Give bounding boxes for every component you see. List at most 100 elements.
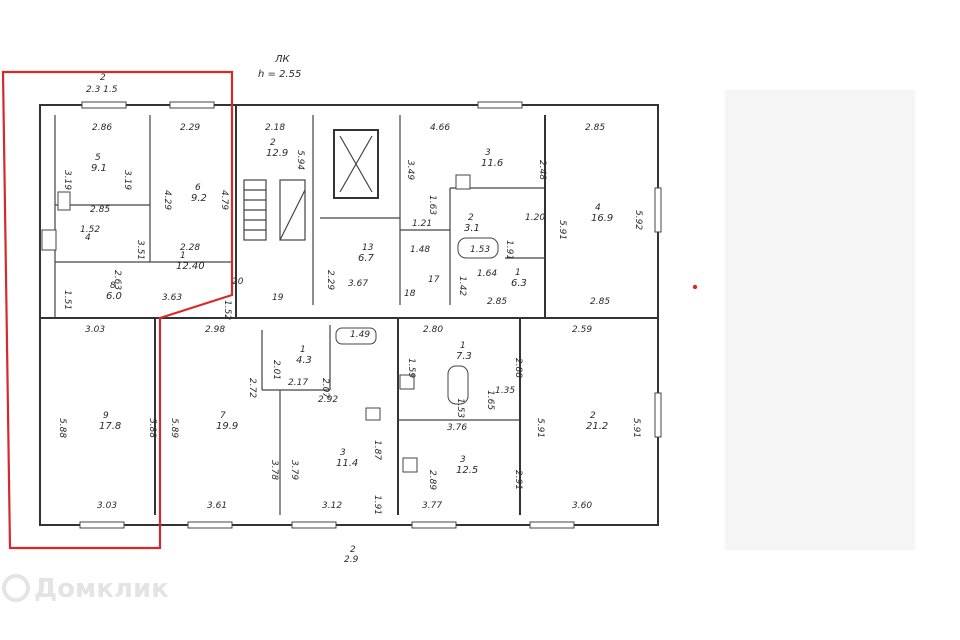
dimension-label: 1.20 <box>525 213 545 223</box>
dimension-label: 1.91 <box>504 240 514 260</box>
dimension-label: 1.51 <box>62 290 72 310</box>
dimension-label: 3.63 <box>162 293 182 303</box>
dimension-label: 1.64 <box>477 269 497 279</box>
dimension-label: 2.48 <box>537 160 547 180</box>
elevator-shaft <box>333 129 379 199</box>
dimension-label: 4.29 <box>162 190 172 210</box>
dimension-label: 5.88 <box>147 418 157 438</box>
dimension-label: 5.91 <box>631 418 641 438</box>
room-area: 19.9 <box>216 421 238 432</box>
dimension-label: 3.67 <box>348 279 368 289</box>
dimension-label: 2.85 <box>590 297 610 307</box>
dimension-label: 1.52 <box>80 225 100 235</box>
red-mark <box>692 284 698 290</box>
dimension-label: 5.94 <box>295 150 305 170</box>
room-area: 4.3 <box>296 355 312 366</box>
watermark: Домклик <box>2 574 169 604</box>
dimension-label: 3.77 <box>422 501 442 511</box>
dimension-label: 3.19 <box>122 170 132 190</box>
dimension-label: 2.18 <box>265 123 285 133</box>
room-number: 1 <box>460 341 466 351</box>
room-area: 6.3 <box>511 278 527 289</box>
dimension-label: 2.85 <box>585 123 605 133</box>
dimension-label: 2.92 <box>318 395 338 405</box>
room-area: 12.9 <box>266 148 288 159</box>
dimension-label: 3.76 <box>447 423 467 433</box>
dimension-label: 4.66 <box>430 123 450 133</box>
dimension-label: 2.85 <box>90 205 110 215</box>
dimension-label: 3.19 <box>62 170 72 190</box>
dimension-label: 2.59 <box>572 325 592 335</box>
room-number: 1 <box>300 345 306 355</box>
dimension-label: 1.65 <box>485 390 495 410</box>
dimension-label: 2.28 <box>180 243 200 253</box>
room-number: 1 <box>180 251 186 261</box>
room-area: 11.4 <box>336 458 358 469</box>
dimension-label: 1.53 <box>470 245 490 255</box>
dimension-label: 2.07 <box>320 378 330 398</box>
dimension-label: 3.60 <box>572 501 592 511</box>
dimension-label: 19 <box>272 293 284 303</box>
room-number: 3 <box>485 148 491 158</box>
room-number: 2 <box>590 411 596 421</box>
top-ref-text: 2.3 1.5 <box>86 85 118 95</box>
bathroom-fixtures <box>41 174 499 473</box>
dimension-label: 1.87 <box>372 440 382 460</box>
room-area: 21.2 <box>586 421 608 432</box>
dimension-label: 1.63 <box>427 195 437 215</box>
dimension-label: 2.85 <box>487 297 507 307</box>
room-number: 8 <box>110 281 116 291</box>
room-number: 7 <box>220 411 226 421</box>
room-area: 16.9 <box>591 213 613 224</box>
room-number: 6 <box>195 183 201 193</box>
room-area: 6.0 <box>106 291 122 302</box>
room-number: 2 <box>468 213 474 223</box>
dimension-label: 2.80 <box>423 325 443 335</box>
dimension-label: 3.12 <box>322 501 342 511</box>
dimension-label: 2.98 <box>205 325 225 335</box>
dimension-label: 20 <box>232 277 244 287</box>
room-number: 3 <box>340 448 346 458</box>
header-height: h = 2.55 <box>258 69 301 80</box>
room-number: 1 <box>515 268 521 278</box>
room-area: 7.3 <box>456 351 472 362</box>
dimension-label: 2.86 <box>92 123 112 133</box>
dimension-label: 3.03 <box>85 325 105 335</box>
dimension-label: 2.88 <box>513 358 523 378</box>
dimension-label: 3.79 <box>289 460 299 480</box>
dimension-label: 1.48 <box>410 245 430 255</box>
room-number: 13 <box>362 243 374 253</box>
room-area: 9.2 <box>191 193 207 204</box>
outer-walls <box>39 104 659 526</box>
room-area: 12.40 <box>176 261 205 272</box>
dimension-label: 3.61 <box>207 501 227 511</box>
dimension-label: 1.91 <box>372 495 382 515</box>
dimension-label: 4.79 <box>219 190 229 210</box>
watermark-brand: Домклик <box>34 574 169 604</box>
dimension-label: 1.59 <box>406 358 416 378</box>
dimension-label: 2.72 <box>247 378 257 398</box>
room-number: 9 <box>103 411 109 421</box>
top-ref-num: 2 <box>100 73 106 83</box>
bottom-ref-num: 2 <box>350 545 356 555</box>
room-area: 9.1 <box>91 163 107 174</box>
room-area: 17.8 <box>99 421 121 432</box>
room-number: 4 <box>85 233 91 243</box>
room-number: 3 <box>460 455 466 465</box>
dimension-label: 1.21 <box>412 219 432 229</box>
room-area: 11.6 <box>481 158 503 169</box>
dimension-label: 3.49 <box>405 160 415 180</box>
dimension-label: 2.91 <box>513 470 523 490</box>
room-area: 3.1 <box>464 223 480 234</box>
room-labels: 59.169.2486.0112.40212.9136.7311.623.116… <box>85 138 613 476</box>
dimension-label: 1.49 <box>350 330 370 340</box>
dimension-label: 2.63 <box>112 270 122 290</box>
staircase <box>243 179 306 241</box>
background-block <box>725 90 915 550</box>
header-label: ЛК <box>274 54 291 65</box>
dimension-label: 5.91 <box>535 418 545 438</box>
dimension-label: 1.42 <box>457 276 467 296</box>
room-number: 5 <box>95 153 101 163</box>
dimension-label: 2.29 <box>180 123 200 133</box>
